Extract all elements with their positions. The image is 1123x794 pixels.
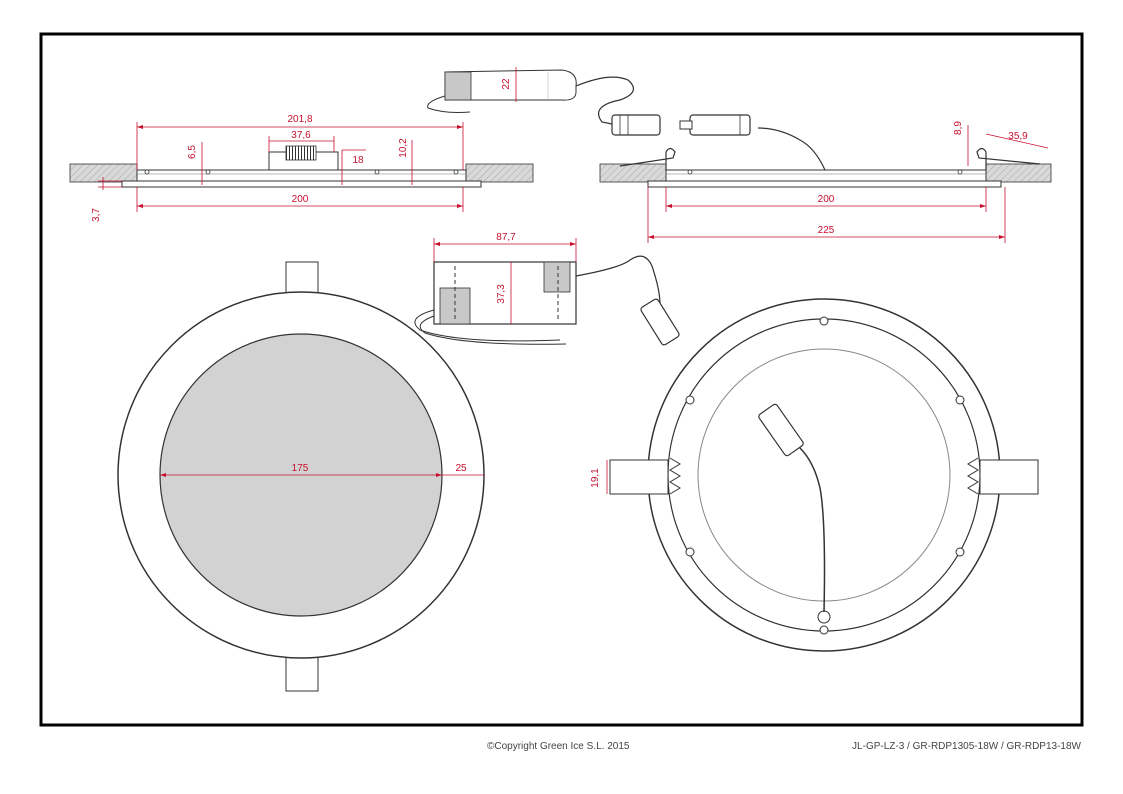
dim-overall-width: 201,8 (287, 114, 312, 125)
dim-flange: 3,7 (91, 208, 102, 222)
panel-body-left (136, 169, 467, 182)
model-number: JL-GP-LZ-3 / GR-RDP1305-18W / GR-RDP13-1… (852, 741, 1081, 752)
dim-cutout-left: 200 (292, 194, 309, 205)
driver-top-view (414, 255, 680, 346)
ceiling-left-a (69, 163, 138, 183)
panel-flange-right (647, 180, 1002, 188)
clip-bottom-front (285, 654, 319, 692)
dimension-arrowheads (137, 125, 1005, 477)
back-connector (758, 403, 804, 457)
connector-female (611, 114, 661, 136)
spring-left-back (609, 459, 669, 495)
cable-right (757, 127, 826, 171)
dim-cutout-right: 200 (818, 194, 835, 205)
dim-housing-width: 37,6 (291, 130, 311, 141)
side-view-right (599, 127, 1052, 188)
ceiling-right-b (985, 163, 1052, 183)
panel-flange-left (121, 180, 482, 188)
dim-spring-height: 19,1 (590, 468, 601, 488)
heat-sink-fins (285, 145, 317, 161)
back-cable (799, 447, 826, 613)
copyright-text: ©Copyright Green Ice S.L. 2015 (487, 741, 630, 752)
dim-clip-reach: 35,9 (1008, 131, 1028, 142)
driver-connector (640, 298, 680, 346)
back-view (609, 298, 1039, 652)
side-view-left (69, 145, 534, 188)
dim-overall-right: 225 (818, 225, 835, 236)
dim-panel-diameter: 175 (292, 463, 309, 474)
clip-top-front (285, 261, 319, 295)
dim-height-right: 10,2 (398, 138, 409, 158)
dim-driver-height: 22 (501, 78, 512, 90)
panel-body-right (665, 169, 987, 182)
spring-clip-right (976, 147, 1041, 170)
dim-clip-height: 8,9 (953, 121, 964, 135)
front-view (117, 261, 485, 692)
ceiling-right-a (599, 163, 667, 183)
dimension-lines (98, 67, 1049, 494)
spring-clip-left (619, 147, 676, 170)
driver-side (427, 69, 751, 136)
dim-rim-width: 25 (455, 463, 467, 474)
dim-height-left: 6,5 (187, 145, 198, 159)
dim-height-mid: 18 (352, 155, 364, 166)
drawing-border (39, 32, 1084, 727)
dim-driver-length: 87,7 (496, 232, 516, 243)
connector-male (689, 114, 751, 136)
dim-driver-width: 37,3 (496, 284, 507, 304)
spring-right-back (979, 459, 1039, 495)
ceiling-left-b (465, 163, 534, 183)
